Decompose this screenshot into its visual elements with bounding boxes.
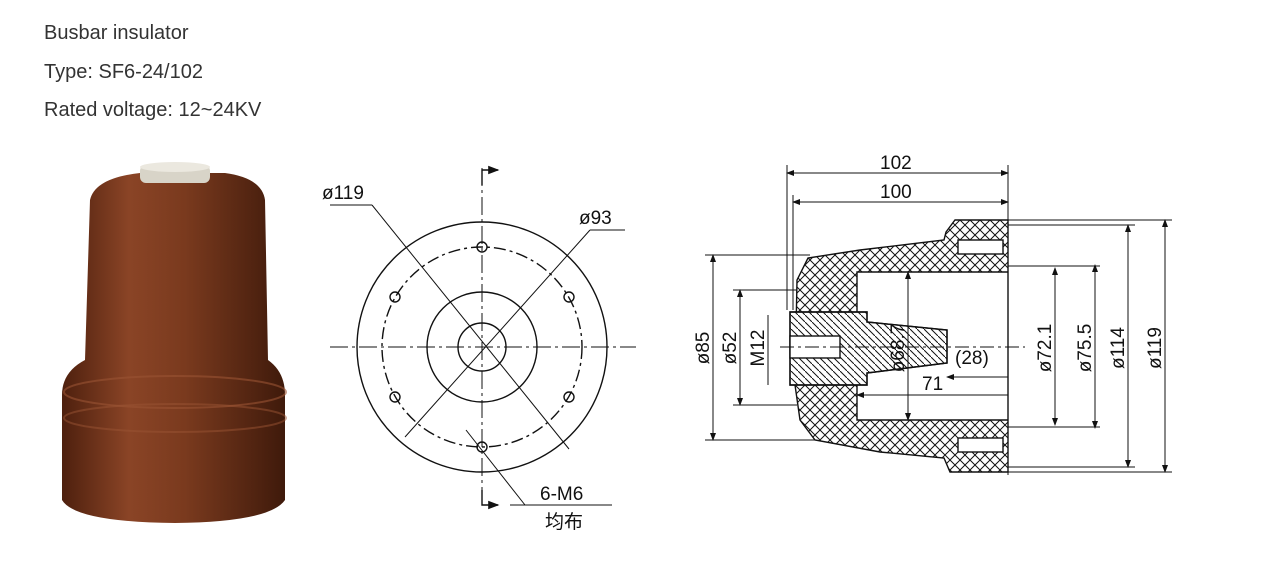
label-body-length: 100 (880, 182, 912, 203)
section-view-drawing (705, 165, 1172, 475)
product-type: Type: SF6-24/102 (44, 61, 203, 83)
rated-voltage: Rated voltage: 12~24KV (44, 99, 262, 121)
label-m12: M12 (748, 330, 769, 367)
insulator-photo (62, 162, 287, 523)
product-name: Busbar insulator (44, 22, 189, 44)
label-d75: ø75.5 (1075, 324, 1096, 373)
label-d114: ø114 (1108, 327, 1129, 369)
label-d85: ø85 (693, 332, 714, 365)
label-depth-28: (28) (955, 348, 989, 369)
label-d72: ø72.1 (1035, 324, 1056, 373)
label-holes-note: 均布 (545, 511, 583, 533)
label-outer-diameter: ø119 (322, 183, 364, 204)
label-bolt-circle: ø93 (579, 208, 612, 229)
front-view-drawing (330, 165, 636, 510)
label-d52: ø52 (720, 332, 741, 365)
label-depth-71: 71 (922, 374, 943, 395)
label-d119: ø119 (1145, 327, 1166, 369)
label-d68: ø68.7 (888, 324, 909, 373)
label-overall-length: 102 (880, 153, 912, 174)
label-holes: 6-M6 (540, 484, 583, 505)
